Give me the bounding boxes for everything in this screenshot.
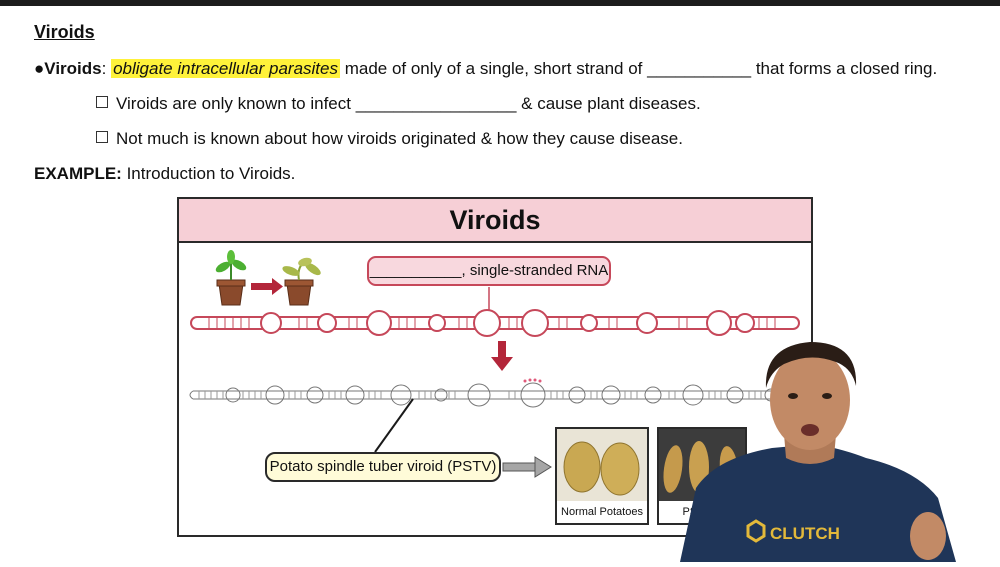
normal-potato-image [557,429,647,505]
pstv-label: Potato spindle tuber viroid (PSTV) [265,452,501,482]
checkbox-icon [96,96,108,108]
shirt-logo-text: CLUTCH [770,524,840,543]
pointer-line [374,398,414,453]
secondary-structure [189,382,784,408]
normal-potatoes-caption: Normal Potatoes [557,501,647,523]
highlighted-phrase: obligate intracellular parasites [111,59,340,78]
figure-title: Viroids [179,199,811,243]
presenter-head [770,350,850,450]
definition-term: Viroids [44,59,102,78]
sub-point-1: Viroids are only known to infect _______… [96,94,701,114]
example-line: EXAMPLE: Introduction to Viroids. [34,164,295,184]
presenter-figure: CLUTCH [680,342,956,562]
figure-drawing [189,250,800,478]
definition-colon: : [101,59,107,78]
example-text: Introduction to Viroids. [121,164,296,183]
bullet: ● [34,59,45,78]
hexagon-logo-icon [746,519,766,543]
rna-label: ___________, single-stranded RNA [367,256,611,286]
presenter-hair [765,342,857,388]
example-label: EXAMPLE: [34,164,122,183]
sub-point-2: Not much is known about how viroids orig… [96,129,683,149]
definition-rest: made of only of a single, short strand o… [339,59,938,78]
highlight-dots [523,378,542,383]
definition-line: ●Viroids: obligate intracellular parasit… [34,59,937,79]
arrow-right-icon [251,278,283,295]
presenter-hand [910,512,946,560]
normal-potatoes-photo: Normal Potatoes [555,427,649,525]
checkbox-icon [96,131,108,143]
arrow-right-gray-icon [502,456,552,478]
top-bar [0,0,1000,6]
sub-point-2-text: Not much is known about how viroids orig… [116,129,683,148]
rna-strand [190,309,800,337]
sub-point-1-text: Viroids are only known to infect _______… [116,94,701,113]
viroid-figure: Viroids [177,197,813,537]
healthy-plant-icon [215,250,247,306]
arrow-down-icon [491,341,513,371]
presenter-video: CLUTCH [676,338,1000,562]
wilted-plant-icon [282,257,321,306]
page-title: Viroids [34,22,95,42]
